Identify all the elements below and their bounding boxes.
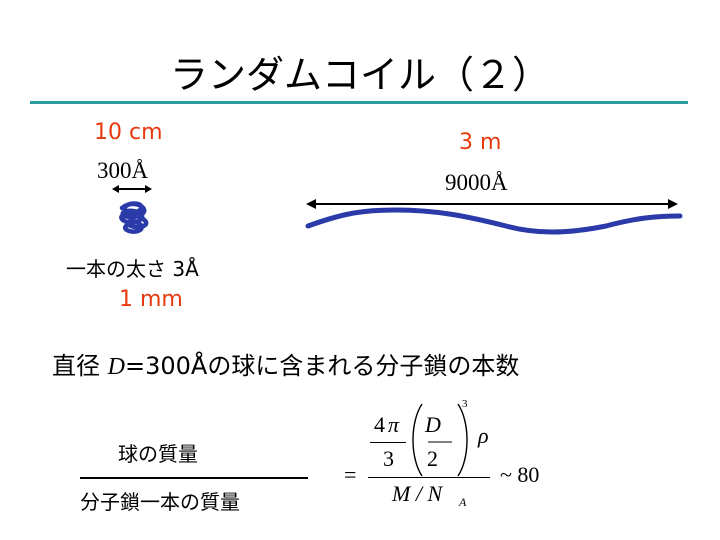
formula-denominator: M / N [392,481,443,506]
coil-diagram [112,185,152,234]
formula-d-denominator: 2 [427,446,438,471]
formula-result: ~ 80 [500,462,540,487]
formula-subscript: A [459,495,467,509]
formula-coef-numerator: 4 [374,412,385,437]
formula-parentheses [412,403,468,477]
random-coil-icon [119,201,149,234]
chain-length-arrow [306,199,678,209]
coil-actual-size: 300Å [97,158,149,183]
question-suffix: =300Åの球に含まれる分子鎖の本数 [124,352,520,380]
question-prefix: 直径 [52,352,108,380]
ratio-numerator: 球の質量 [118,442,198,466]
ratio-fraction-bar [80,477,308,479]
chain-thickness: 一本の太さ 3Å [66,257,199,281]
extended-chain-line [305,207,683,235]
formula-main-bar [368,477,490,478]
formula-d-variable: D [425,412,441,437]
chain-scaled-length: 3 m [459,130,502,155]
coil-scaled-size: 10 cm [94,120,163,145]
coil-size-arrow [112,185,152,193]
slide-title: ランダムコイル（２） [169,53,550,97]
formula-coef-denominator: 3 [383,446,394,471]
formula-rho: ρ [478,423,489,448]
formula-exponent: 3 [462,398,468,410]
title-divider [30,101,688,104]
chain-actual-length: 9000Å [445,170,508,195]
question-sentence: 直径 D=300Åの球に含まれる分子鎖の本数 [52,346,519,381]
chain-thickness-scaled: 1 mm [119,287,183,312]
formula-pi: π [388,412,400,437]
formula-equals: = [344,462,357,487]
formula-coef-bar [370,442,406,443]
diameter-variable: D [107,354,125,380]
ratio-denominator: 分子鎖一本の質量 [80,490,240,514]
extended-chain-diagram [305,199,683,235]
